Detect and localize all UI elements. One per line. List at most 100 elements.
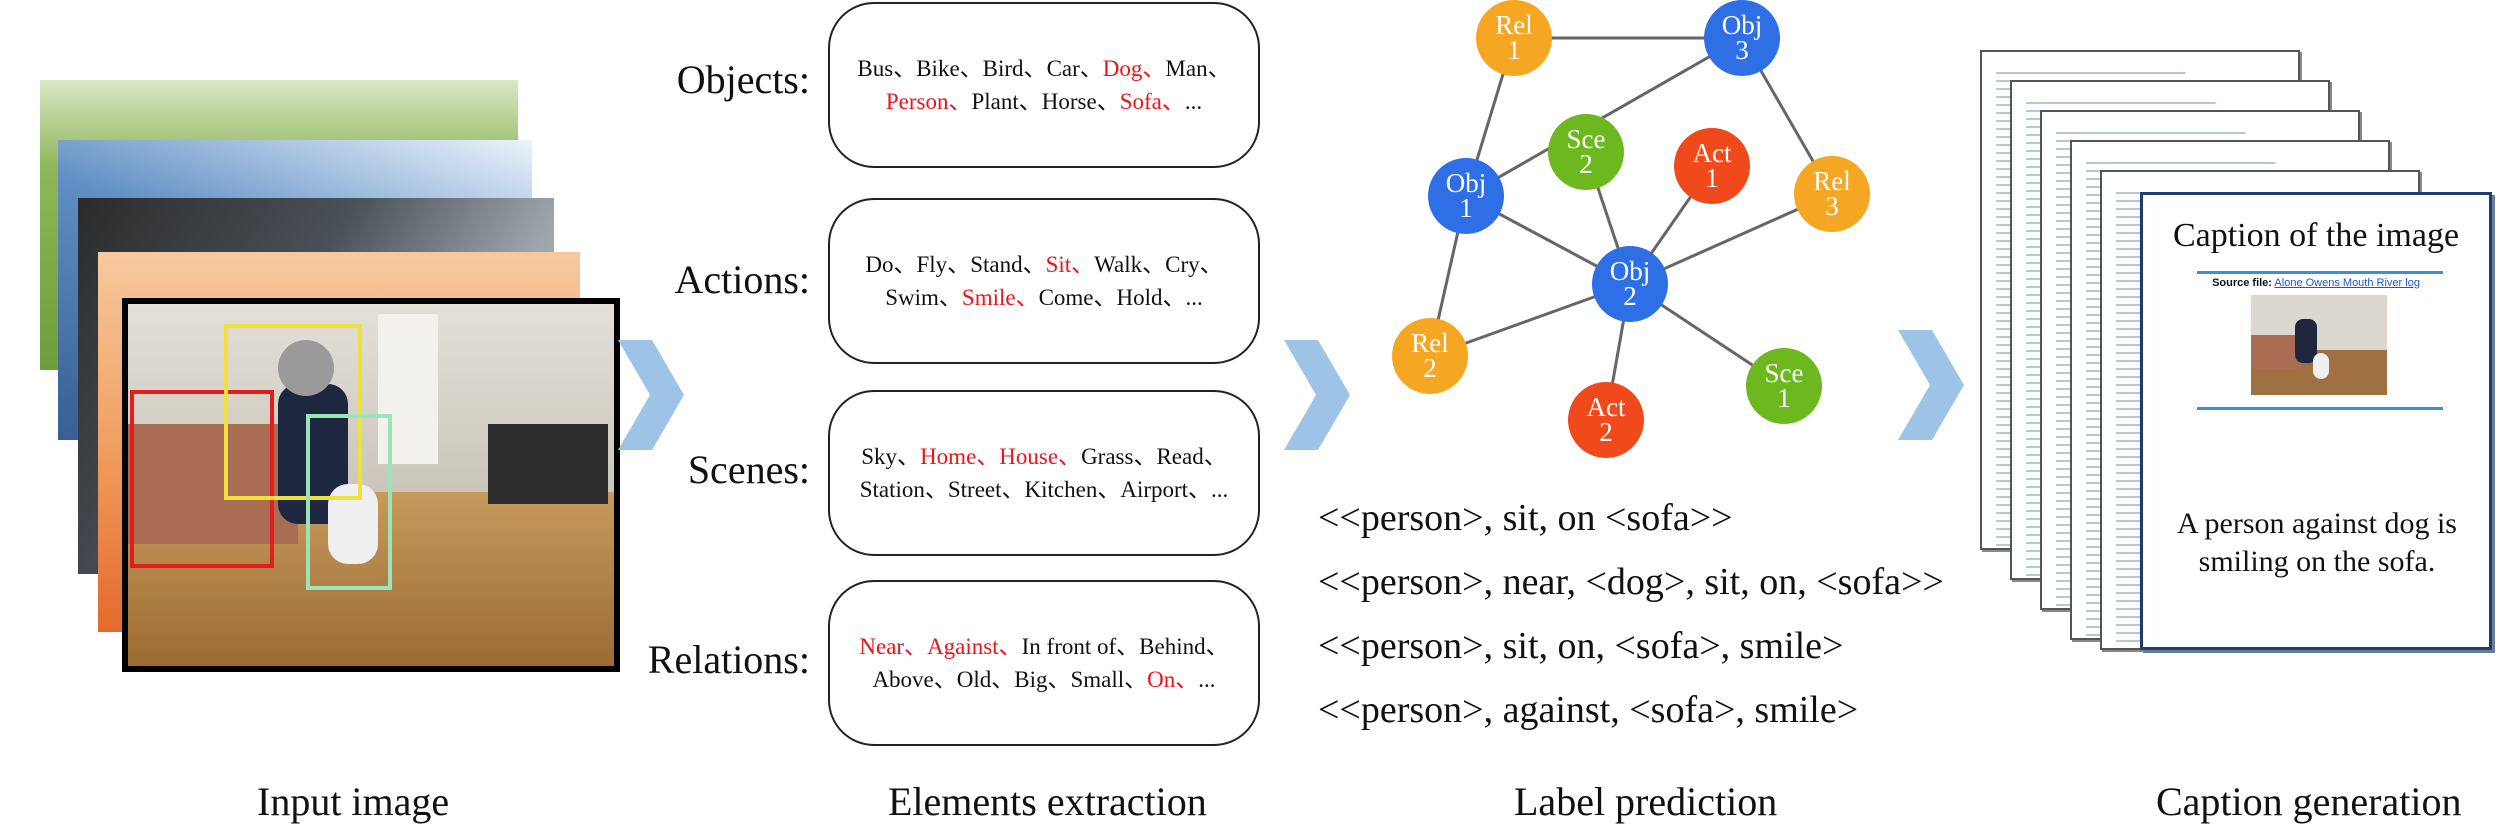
bbox-green	[306, 414, 392, 590]
category-label-scenes: Scenes:	[687, 447, 810, 492]
bbox-red	[130, 390, 274, 568]
token: Come、	[1038, 285, 1117, 310]
node-type: Obj	[1445, 168, 1487, 198]
token: Do、	[865, 252, 917, 277]
token: Small、	[1070, 667, 1148, 692]
node-index: 1	[1777, 383, 1791, 413]
node-index: 1	[1507, 35, 1521, 65]
node-type: Sce	[1764, 358, 1804, 388]
token: Airport、	[1120, 477, 1212, 502]
token: Plant、	[971, 89, 1042, 114]
token: Bike、	[916, 56, 983, 81]
node-type: Obj	[1609, 256, 1651, 286]
chevron-arrow-2	[1284, 340, 1350, 450]
source-label: Source file:	[2212, 277, 2272, 289]
triple-4: <<person>, against, <sofa>, smile>	[1318, 689, 1859, 731]
input-image-stack	[0, 0, 620, 700]
highlighted-token: Sit、	[1045, 252, 1095, 277]
stage-label-caption: Caption generation	[2156, 779, 2462, 824]
token: Bird、	[982, 56, 1047, 81]
token: Kitchen、	[1024, 477, 1121, 502]
token: Bus、	[857, 56, 917, 81]
element-line: Person、Plant、Horse、Sofa、...	[886, 85, 1202, 118]
node-type: Rel	[1411, 328, 1449, 358]
highlighted-token: Sofa、	[1119, 89, 1185, 114]
category-label-objects: Objects:	[676, 57, 810, 102]
token: Station、	[859, 477, 948, 502]
node-index: 2	[1623, 281, 1637, 311]
token: Walk、	[1094, 252, 1166, 277]
token: Big、	[1014, 667, 1071, 692]
triple-1: <<person>, sit, on <sofa>>	[1318, 497, 1733, 539]
node-type: Act	[1586, 392, 1626, 422]
node-type: Obj	[1721, 10, 1763, 40]
element-line: Sky、Home、House、Grass、Read、	[861, 440, 1226, 473]
node-index: 3	[1825, 191, 1839, 221]
caption-doc-rule-bottom	[2197, 407, 2443, 410]
token: Street、	[947, 477, 1025, 502]
highlighted-token: House、	[999, 444, 1082, 469]
node-type: Rel	[1813, 166, 1851, 196]
token: Hold、	[1116, 285, 1186, 310]
caption-doc-source: Source file: Alone Owens Mouth River log	[2143, 277, 2489, 289]
highlighted-token: Dog、	[1102, 56, 1166, 81]
highlighted-token: Home、	[920, 444, 1000, 469]
graph-edge-obj3-obj1	[1465, 36, 1743, 198]
highlighted-token: On、	[1147, 667, 1199, 692]
node-index: 1	[1705, 163, 1719, 193]
node-type: Rel	[1495, 10, 1533, 40]
highlighted-token: Near、	[859, 634, 928, 659]
token: Horse、	[1041, 89, 1120, 114]
scenes-box: Sky、Home、House、Grass、Read、Station、Street…	[828, 390, 1260, 556]
highlighted-token: Smile、	[961, 285, 1039, 310]
stage-label-prediction: Label prediction	[1514, 779, 1778, 824]
token: Grass、	[1081, 444, 1157, 469]
category-label-actions: Actions:	[674, 257, 810, 302]
caption-document-stack: Caption of the image Source file: Alone …	[1980, 50, 2500, 660]
token: Car、	[1046, 56, 1103, 81]
element-line: Bus、Bike、Bird、Car、Dog、Man、	[857, 52, 1230, 85]
element-line: Above、Old、Big、Small、On、...	[872, 663, 1215, 696]
relations-box: Near、Against、In front of、Behind、Above、Ol…	[828, 580, 1260, 746]
category-label-relations: Relations:	[647, 637, 810, 682]
node-type: Sce	[1566, 124, 1606, 154]
node-index: 1	[1459, 193, 1473, 223]
token: Above、	[872, 667, 957, 692]
triple-2: <<person>, near, <dog>, sit, on, <sofa>>	[1318, 561, 1944, 603]
element-line: Near、Against、In front of、Behind、	[859, 630, 1228, 663]
token: Cry、	[1165, 252, 1223, 277]
token: Stand、	[970, 252, 1046, 277]
source-link[interactable]: Alone Owens Mouth River log	[2274, 277, 2420, 289]
token: Read、	[1156, 444, 1227, 469]
bbox-yellow	[224, 324, 362, 500]
chevron-arrow-3	[1898, 330, 1964, 440]
element-line: Station、Street、Kitchen、Airport、...	[860, 473, 1229, 506]
token: ...	[1184, 89, 1203, 114]
caption-document: Caption of the image Source file: Alone …	[2140, 192, 2492, 650]
triple-3: <<person>, sit, on, <sofa>, smile>	[1318, 625, 1844, 667]
node-index: 2	[1579, 149, 1593, 179]
node-type: Act	[1692, 138, 1732, 168]
token: Swim、	[885, 285, 962, 310]
token: In front of、	[1021, 634, 1140, 659]
objects-box: Bus、Bike、Bird、Car、Dog、Man、Person、Plant、H…	[828, 2, 1260, 168]
token: ...	[1211, 477, 1229, 502]
token: Man、	[1165, 56, 1231, 81]
element-line: Swim、Smile、Come、Hold、...	[885, 281, 1203, 314]
token: Behind、	[1139, 634, 1229, 659]
caption-doc-rule-top	[2197, 271, 2443, 274]
chevron-arrow-1	[618, 340, 684, 450]
caption-doc-thumbnail	[2251, 295, 2387, 395]
caption-doc-title: Caption of the image	[2172, 217, 2460, 254]
stage-label-extraction: Elements extraction	[888, 779, 1207, 824]
main-input-photo	[122, 298, 620, 672]
caption-doc-text: A person against dog is smiling on the s…	[2177, 507, 2457, 578]
token: ...	[1185, 285, 1203, 310]
